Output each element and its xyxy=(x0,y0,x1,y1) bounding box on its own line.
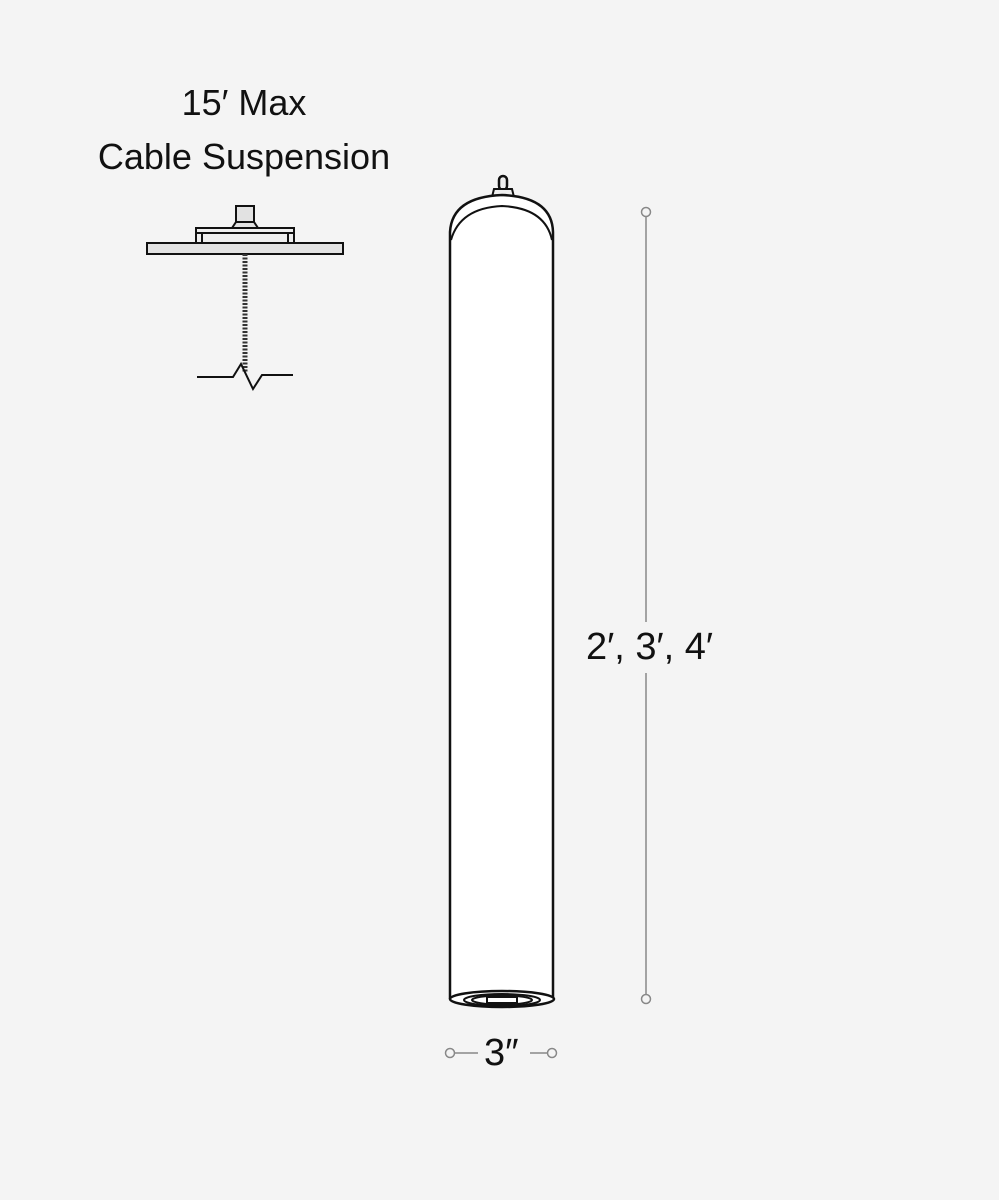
pendant-fixture xyxy=(448,174,556,1009)
canopy-plate xyxy=(146,242,344,255)
canopy-knob xyxy=(235,205,255,224)
cable-canopy xyxy=(146,205,344,255)
height-dimension-line xyxy=(640,206,652,1005)
width-dimension-label: 3″ xyxy=(484,1032,519,1074)
suspension-cable xyxy=(197,254,293,392)
canopy-upper xyxy=(195,227,295,244)
height-dimension-label: 2′, 3′, 4′ xyxy=(586,622,714,673)
mounting-title-line1: 15′ Max xyxy=(181,82,307,123)
mounting-title-line2: Cable Suspension xyxy=(97,136,391,177)
width-dimension-line xyxy=(444,1047,558,1059)
fixture-pin xyxy=(497,174,509,192)
break-line xyxy=(197,361,293,392)
